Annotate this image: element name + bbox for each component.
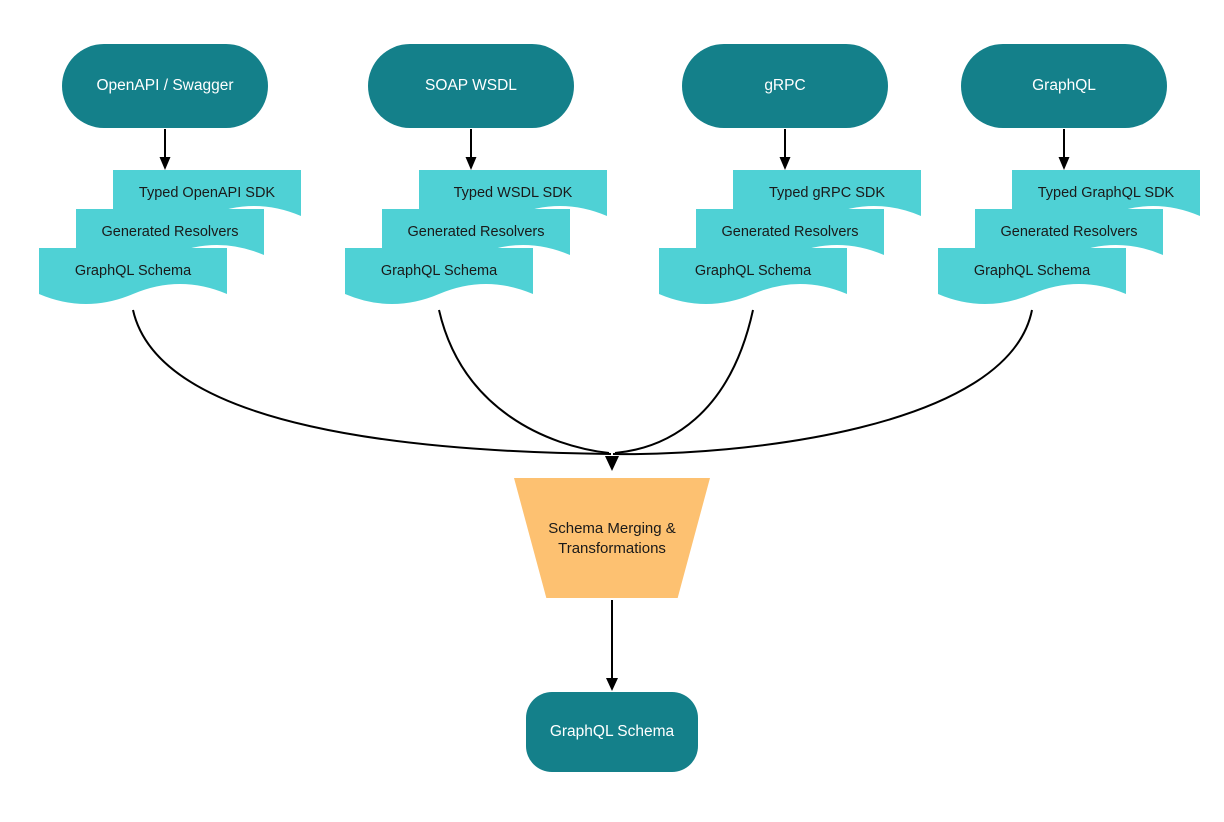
document-shape [659, 248, 847, 304]
document-shape [345, 248, 533, 304]
source-node-openapi: OpenAPI / Swagger [62, 44, 268, 128]
arrowhead-soap-to-docs [465, 157, 477, 170]
arrowhead-grpc-to-docs [779, 157, 791, 170]
source-node-grpc: gRPC [682, 44, 888, 128]
doc-label: GraphQL Schema [973, 263, 1091, 279]
arrowhead-merge-to-result [606, 678, 618, 691]
doc-label: Typed GraphQL SDK [1037, 185, 1175, 201]
doc-graphql-schema: GraphQL Schema [938, 248, 1126, 314]
doc-label: Typed gRPC SDK [768, 185, 886, 201]
merge-label-line2: Transformations [558, 539, 666, 557]
doc-label: GraphQL Schema [74, 263, 192, 279]
doc-label: Generated Resolvers [1000, 224, 1138, 240]
doc-label: Generated Resolvers [101, 224, 239, 240]
source-label-grpc: gRPC [764, 77, 806, 94]
merge-node: Schema Merging & Transformations [514, 478, 710, 598]
doc-label: Generated Resolvers [407, 224, 545, 240]
doc-openapi-schema: GraphQL Schema [39, 248, 227, 314]
source-node-soap: SOAP WSDL [368, 44, 574, 128]
source-label-graphql: GraphQL [1032, 77, 1096, 94]
doc-grpc-schema: GraphQL Schema [659, 248, 847, 314]
curve-soap-to-merge [438, 309, 610, 454]
doc-label: Typed OpenAPI SDK [138, 185, 276, 201]
arrowhead-graphql-to-docs [1058, 157, 1070, 170]
doc-label: GraphQL Schema [694, 263, 812, 279]
source-label-soap: SOAP WSDL [425, 77, 517, 94]
curve-graphql-to-merge [612, 309, 1033, 456]
curve-grpc-to-merge [614, 309, 754, 454]
doc-label: GraphQL Schema [380, 263, 498, 279]
curve-openapi-to-merge [132, 309, 612, 455]
result-label: GraphQL Schema [549, 723, 675, 740]
document-shape [938, 248, 1126, 304]
arrowhead-openapi-to-docs [159, 157, 171, 170]
result-node: GraphQL Schema [526, 692, 698, 772]
doc-label: Typed WSDL SDK [453, 185, 573, 201]
source-node-graphql: GraphQL [961, 44, 1167, 128]
arrowhead-merge [605, 456, 619, 471]
doc-soap-schema: GraphQL Schema [345, 248, 533, 314]
source-label-openapi: OpenAPI / Swagger [96, 77, 234, 94]
document-shape [39, 248, 227, 304]
doc-label: Generated Resolvers [721, 224, 859, 240]
merge-label-line1: Schema Merging & [548, 519, 676, 537]
